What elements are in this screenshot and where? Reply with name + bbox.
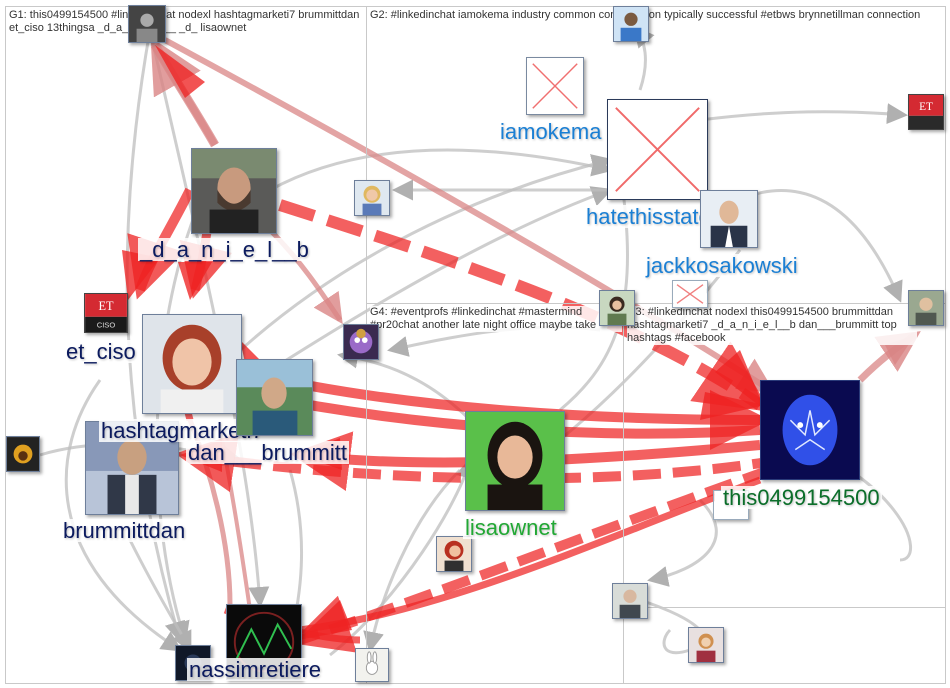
et-ciso-logo-icon: ET CISO — [85, 294, 127, 332]
node-iamokema[interactable] — [526, 57, 584, 115]
node-jackkosakowski[interactable] — [700, 190, 758, 248]
broken-image-icon — [527, 58, 583, 114]
et-brand-text: ET — [919, 101, 933, 113]
woman-red-hair-photo-icon — [143, 315, 241, 413]
node-avatar-top-g2[interactable] — [613, 6, 649, 42]
node-dan-brummitt[interactable] — [236, 359, 313, 436]
man-outdoors-photo-icon — [237, 360, 312, 435]
node-avatar-center-woman-small[interactable] — [599, 290, 635, 326]
node-hashtagmarketi7[interactable] — [142, 314, 242, 414]
label-et-ciso: et_ciso — [64, 340, 138, 363]
node-lisaownet[interactable] — [465, 411, 565, 511]
group-label-g2: G2: #linkedinchat iamokema industry comm… — [370, 9, 942, 22]
node-avatar-redhead[interactable] — [436, 536, 472, 572]
group-panel-g5 — [623, 607, 946, 684]
label-hatethisstate: hatethisstate — [584, 205, 713, 228]
label-lisaownet: lisaownet — [463, 516, 559, 539]
group-label-g3: G3: #linkedinchat nodexl this0499154500 … — [627, 306, 917, 345]
label-iamokema: iamokema — [498, 120, 603, 143]
node-avatar-bunny[interactable] — [355, 648, 389, 682]
blue-face-art-icon — [761, 381, 859, 479]
man-beard-photo-icon — [192, 149, 276, 233]
label-d-a-n-i-e-l-b: _d_a_n_i_e_l__b — [138, 238, 311, 261]
label-brummittdan: brummittdan — [61, 519, 187, 542]
node-avatar-left-edge[interactable] — [6, 436, 40, 472]
group-label-g4: G4: #eventprofs #linkedinchat #mastermin… — [370, 306, 622, 332]
node-avatar-cartoon[interactable] — [343, 324, 379, 360]
node-hatethisstate[interactable] — [607, 99, 708, 200]
node-avatar-blonde[interactable] — [354, 180, 390, 216]
node-this0499154500[interactable] — [760, 380, 860, 480]
et-ciso-logo-top: ET — [98, 299, 114, 313]
node-et-ciso[interactable]: ET CISO — [84, 293, 128, 333]
label-nassimretiere: nassimretiere — [187, 658, 323, 681]
node-avatar-g5-woman[interactable] — [688, 627, 724, 663]
group-label-g1: G1: this0499154500 #linkedinchat nodexl … — [9, 9, 365, 35]
node-d-a-n-i-e-l-b[interactable] — [191, 148, 277, 234]
man-suit-photo-icon — [701, 191, 757, 247]
broken-image-icon — [608, 100, 707, 199]
label-jackkosakowski: jackkosakowski — [644, 254, 800, 277]
node-avatar-top-g1[interactable] — [128, 5, 166, 43]
woman-green-photo-icon — [466, 412, 564, 510]
node-et-brand[interactable]: ET — [908, 94, 944, 130]
node-avatar-g5-man[interactable] — [612, 583, 648, 619]
label-dan-brummitt: dan___brummitt — [186, 441, 349, 464]
node-avatar-broken-small[interactable] — [672, 280, 708, 308]
label-this0499154500: this0499154500 — [721, 486, 882, 509]
node-avatar-right-man[interactable] — [908, 290, 944, 326]
et-ciso-logo-bottom: CISO — [97, 320, 116, 329]
